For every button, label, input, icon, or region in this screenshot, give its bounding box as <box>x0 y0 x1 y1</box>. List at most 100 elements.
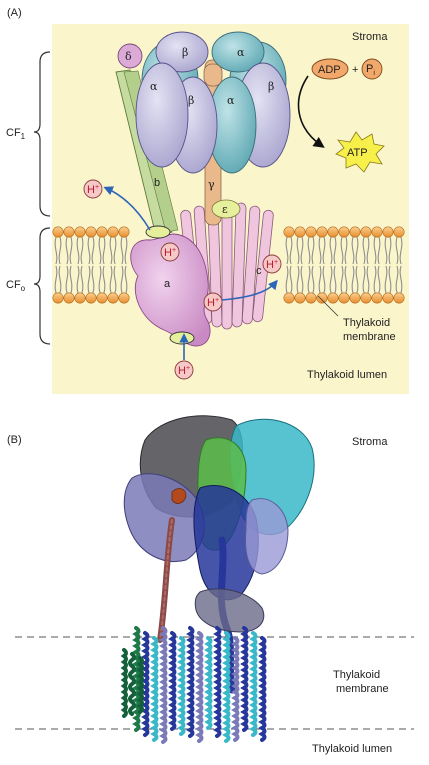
lipid-head <box>63 292 75 304</box>
atp-burst <box>335 131 385 173</box>
lipid-tail <box>109 265 117 294</box>
cfo-brace <box>33 227 51 345</box>
lipid-tail <box>285 265 293 294</box>
membrane-helix <box>204 636 213 730</box>
lipid-tail <box>395 265 403 294</box>
lipid-tail <box>296 236 304 265</box>
lipid-head <box>52 226 64 238</box>
lipid-head <box>107 292 119 304</box>
lipid-tail <box>54 265 62 294</box>
lipid-head <box>360 226 372 238</box>
lipid-head <box>52 292 64 304</box>
lipid-tail <box>362 236 370 265</box>
lipid-tail <box>384 236 392 265</box>
panel-b: (B) Stroma Thylakoid membrane Thylakoid … <box>7 415 414 755</box>
lipid-head <box>294 292 306 304</box>
ribbon-lower-domain <box>194 588 265 633</box>
lumen-label-a: Thylakoid lumen <box>307 369 387 381</box>
proton-arrow-exit <box>103 186 151 231</box>
gamma-label: γ <box>208 178 215 191</box>
delta-label: δ <box>125 50 132 63</box>
lipid-tail <box>340 236 348 265</box>
lipid-head <box>349 226 361 238</box>
membrane-helix <box>249 631 258 737</box>
lipid-tail <box>384 265 392 294</box>
lipid-head <box>382 292 394 304</box>
lipid-head <box>393 292 405 304</box>
lipid-head <box>305 226 317 238</box>
subunit-a <box>130 233 211 347</box>
lipid-head <box>74 292 86 304</box>
svg-text:H+: H+ <box>207 297 219 309</box>
lipid-head <box>349 292 361 304</box>
lumen-label-b: Thylakoid lumen <box>312 743 392 755</box>
proton-arrow-a-to-c <box>221 279 278 301</box>
lipid-tail <box>329 236 337 265</box>
membrane-helix <box>240 626 249 732</box>
subunit-b-label: b <box>154 177 160 189</box>
lipid-head <box>85 226 97 238</box>
lipid-head <box>305 292 317 304</box>
cf1-brace <box>33 51 51 217</box>
lipid-head <box>283 292 295 304</box>
lipid-tail <box>76 265 84 294</box>
lipid-head <box>393 226 405 238</box>
lipid-tail <box>120 236 128 265</box>
panel-b-label: (B) <box>7 434 22 446</box>
stroma-label-a: Stroma <box>352 31 388 43</box>
lipid-tail <box>285 236 293 265</box>
membrane-helix <box>132 626 141 732</box>
lipid-head <box>316 226 328 238</box>
membrane-helix <box>150 636 159 742</box>
lipid-head <box>371 292 383 304</box>
membrane-helix <box>213 626 222 738</box>
epsilon-subunit <box>211 199 241 219</box>
lipid-tail <box>54 236 62 265</box>
lipid-tail <box>318 236 326 265</box>
a-channel-bottom <box>169 331 195 345</box>
ribbon-head-lilac <box>245 498 289 575</box>
alpha-label-top: α <box>237 46 245 59</box>
lipid-head <box>360 292 372 304</box>
lipid-head <box>107 226 119 238</box>
membrane-helix <box>222 631 231 743</box>
adp-badge <box>311 58 349 80</box>
membrane-label-a-1: Thylakoid <box>343 317 390 329</box>
a-channel-top <box>145 225 171 239</box>
lipid-tail <box>318 265 326 294</box>
lipid-head <box>338 226 350 238</box>
proton-lumen: H+ <box>174 360 194 380</box>
subunit-a-label: a <box>164 278 171 290</box>
membrane-helix <box>195 631 204 743</box>
lipid-head <box>85 292 97 304</box>
lipid-tail <box>296 265 304 294</box>
membrane-helix <box>177 636 186 736</box>
lipid-head <box>118 292 130 304</box>
atp-label: ATP <box>347 147 368 159</box>
lipid-tail <box>307 265 315 294</box>
lipid-tail <box>373 265 381 294</box>
lipid-head <box>96 292 108 304</box>
membrane-helix <box>231 636 240 742</box>
pi-badge <box>361 58 383 80</box>
subunit-c-label: c <box>256 265 262 277</box>
cf1-head <box>135 31 291 174</box>
membrane-helix <box>258 636 267 742</box>
lipid-head <box>118 226 130 238</box>
lipid-tail <box>351 265 359 294</box>
subunit-a-helix <box>136 656 144 714</box>
lipid-head <box>327 292 339 304</box>
ribbon-membrane-helices <box>120 626 267 744</box>
lipid-tail <box>340 265 348 294</box>
svg-text:H+: H+ <box>266 259 278 271</box>
lipid-tail <box>307 236 315 265</box>
cfo-label: CFo <box>6 279 26 293</box>
lipid-tail <box>329 265 337 294</box>
lipid-head <box>74 226 86 238</box>
alpha-label-front: α <box>227 94 235 107</box>
membrane-pointer <box>317 295 339 317</box>
lipid-tail <box>87 265 95 294</box>
proton-a-bottom: H+ <box>203 292 223 312</box>
pi-label: Pi <box>366 63 375 77</box>
